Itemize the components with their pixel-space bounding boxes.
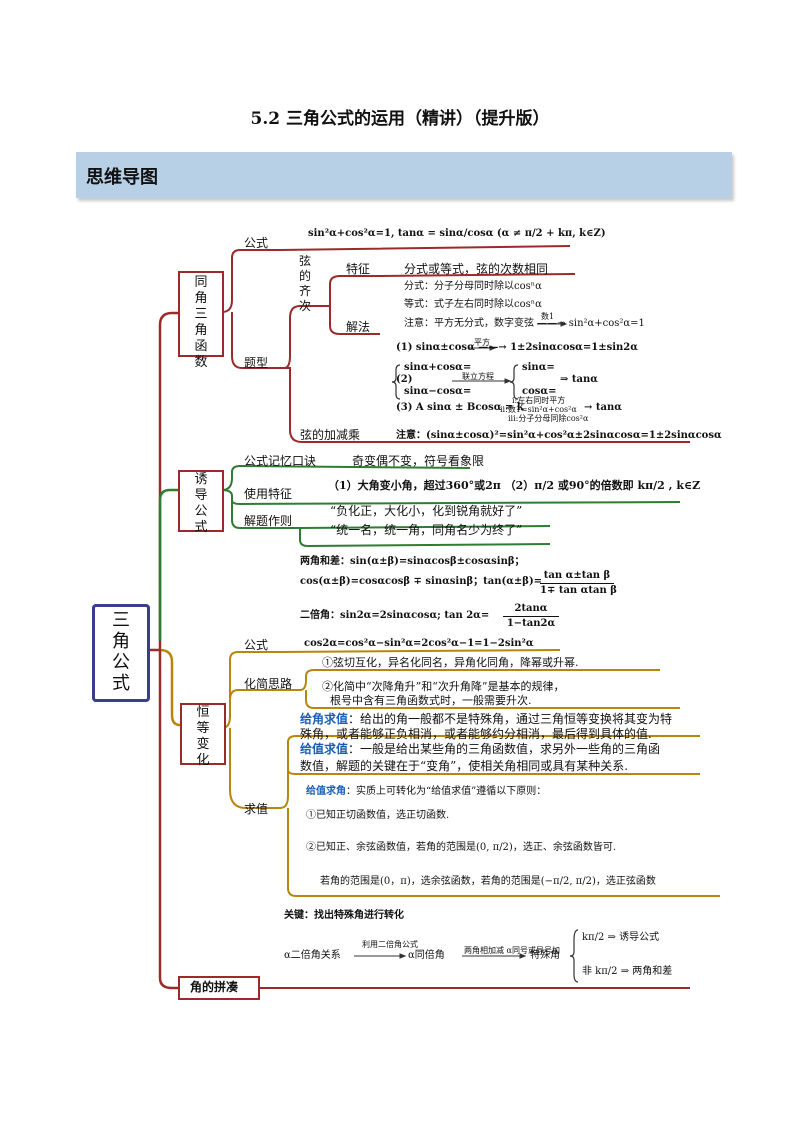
- b2-r3-text-2: “统一名，统一角，同角名少为终了”: [330, 523, 523, 537]
- b4-flow-arrow-1: 利用二倍角公式: [362, 940, 418, 949]
- b1-method-1: 分式：分子分母同时除以cosⁿα: [404, 281, 542, 292]
- b1-jiajian-text: 注意：(sinα±cosα)²=sin²α+cos²α±2sinαcosα=1±…: [396, 430, 722, 441]
- b4-flow-outcome-2: 非 kπ/2 ⇒ 两角和差: [582, 966, 673, 977]
- b1-type-3-note-1: i:左右同时平方: [512, 396, 566, 405]
- b1-method-3-arrow: 数1: [541, 312, 555, 321]
- mid-formula-1: 两角和差：sin(α±β)=sinαcosβ±cosαsinβ；: [300, 556, 525, 567]
- b3-value-2-line-1: 给值求值：一般是给出某些角的三角函数值，求另外一些角的三角函: [300, 742, 660, 757]
- branch-same-angle-label: 同角三角函数: [194, 275, 208, 370]
- section-header: 思维导图: [76, 152, 732, 198]
- b4-key: 关键：找出特殊角进行转化: [284, 910, 404, 921]
- b3-value-2a: ：一般是给出某些角的三角函数值，求另外一些角的三角函: [348, 742, 661, 756]
- b2-r1-label: 公式记忆口诀: [244, 454, 317, 468]
- b1-type-2-num: (2): [396, 374, 413, 385]
- b2-r2-label: 使用特征: [244, 487, 293, 501]
- b3-simplify-label: 化简思路: [244, 677, 293, 691]
- branch-induction: 诱导公式: [178, 470, 224, 535]
- mid-formula-2-bar: [540, 583, 614, 584]
- b4-flow-outcome-1: kπ/2 ⇒ 诱导公式: [582, 932, 660, 943]
- b4-flow-mid: α同倍角: [408, 950, 445, 961]
- b4-flow-special: 特殊角: [530, 950, 560, 961]
- b3-value-1-line-1: 给角求值：给出的角一般都不是特殊角，通过三角恒等变换将其变为特: [300, 712, 672, 727]
- b3-value-3d: 若角的范围是(0，π)，选余弦函数，若角的范围是(−π/2, π/2)，选正弦函…: [320, 876, 656, 887]
- b1-type-2e: ⇒ tanα: [560, 374, 598, 385]
- branch-induction-label: 诱导公式: [194, 472, 208, 535]
- b3-value-3a: ：实质上可转化为“给值求值”遵循以下原则：: [346, 786, 547, 797]
- b2-r3-text-1: “负化正，大化小，化到锐角就好了”: [330, 504, 523, 518]
- b3-value-3-line-1: 给值求角：实质上可转化为“给值求值”遵循以下原则：: [306, 786, 546, 799]
- root-node: 三角公式: [92, 604, 150, 702]
- b3-value-3-head: 给值求角: [306, 786, 346, 797]
- mid-formula-2: cos(α±β)=cosαcosβ ∓ sinαsinβ；tan(α±β)=: [300, 576, 543, 587]
- b1-jiajian-label: 弦的加减乘: [300, 428, 361, 442]
- b3-value-3c: ②已知正、余弦函数值，若角的范围是(0, π/2)，选正、余弦函数皆可.: [306, 842, 617, 853]
- b1-formula: sin²α+cos²α=1, tanα = sinα/cosα (α ≠ π/2…: [308, 228, 606, 239]
- b3-formula: cos2α=cos²α−sin²α=2cos²α−1=1−2sin²α: [304, 638, 534, 649]
- b2-r2-text: （1）大角变小角，超过360°或2π （2）π/2 或90°的倍数即 kπ/2 …: [328, 479, 701, 492]
- b1-type-2d: cosα=: [522, 386, 557, 397]
- branch-identity-label: 恒等变化: [196, 705, 210, 768]
- mid-formula-3-bar: [503, 616, 559, 617]
- branch-angle-combine-label: 角的拼凑: [190, 980, 239, 994]
- mid-formula-3-num: 2tanα: [514, 603, 548, 614]
- b3-value-label: 求值: [244, 802, 269, 816]
- b1-type-3-note-2: ii:数1=sin²α+cos²α: [500, 405, 577, 414]
- mid-formula-3-den: 1−tan2α: [506, 618, 556, 629]
- b3-value-2b: 数值，解题的关键在于“变角”，使相关角相同或具有某种关系.: [300, 759, 629, 773]
- mid-formula-2-den: 1∓ tan αtan β: [540, 585, 617, 596]
- b4-flow-start: α二倍角关系: [284, 950, 341, 961]
- b1-type-2c: sinα=: [522, 362, 555, 373]
- b1-feature-text: 分式或等式，弦的次数相同: [404, 262, 549, 276]
- b1-formula-label: 公式: [244, 236, 269, 250]
- b3-value-1a: ：给出的角一般都不是特殊角，通过三角恒等变换将其变为特: [348, 712, 673, 726]
- section-title: 思维导图: [86, 167, 158, 188]
- b3-value-1-head: 给角求值: [300, 712, 349, 726]
- branch-angle-combine: 角的拼凑: [178, 976, 260, 1000]
- b1-qici-label: 弦的齐次: [298, 254, 311, 313]
- branch-identity: 恒等变化: [180, 703, 226, 768]
- b1-feature-label: 特征: [346, 262, 371, 276]
- b2-r3-label: 解题作则: [244, 514, 293, 528]
- root-label: 三角公式: [112, 610, 130, 694]
- b4-flow-arrow-2: 两角相加减 α同号或异号加: [464, 946, 560, 955]
- b3-simplify-1: ①弦切互化，异名化同名，异角化同角，降幂或升幂.: [322, 656, 579, 669]
- b1-types-label: 题型: [244, 356, 269, 370]
- b1-type-1-arrow: 平方: [474, 338, 490, 347]
- mid-formula-3: 二倍角：sin2α=2sinαcosα; tan 2α=: [300, 610, 490, 621]
- b1-type-2-arrow: 联立方程: [462, 372, 494, 381]
- b3-value-1b: 殊角，或者能够正负相消，或者能够约分相消，最后得到具体的值.: [300, 727, 652, 741]
- b2-r1-text: 奇变偶不变，符号看象限: [352, 454, 485, 468]
- b1-type-2a: sinα+cosα=: [404, 362, 472, 373]
- b1-method-label: 解法: [346, 320, 371, 334]
- b1-type-3-end: → tanα: [584, 402, 622, 413]
- b3-formula-label: 公式: [244, 638, 269, 652]
- b1-type-3: (3) A sinα ± Bcosα = k: [396, 402, 524, 413]
- b3-simplify-2b: 根号中含有三角函数式时，一般需要升次.: [330, 694, 532, 707]
- b1-method-3: 注意：平方无分式，数字变弦 ——→ sin²α+cos²α=1: [404, 318, 645, 329]
- b1-type-2b: sinα−cosα=: [404, 386, 472, 397]
- mid-formula-2-num: tan α±tan β: [543, 570, 611, 581]
- b3-value-3b: ①已知正切函数值，选正切函数.: [306, 810, 450, 821]
- b1-method-2: 等式：式子左右同时除以cosⁿα: [404, 299, 542, 310]
- b1-type-3-note-3: iii:分子分母同除cos²α: [508, 414, 589, 423]
- page-title: 5.2 三角公式的运用（精讲）（提升版）: [250, 109, 550, 129]
- b3-value-2-head: 给值求值: [300, 742, 349, 756]
- b1-type-1: (1) sinα±cosα ——→ 1±2sinαcosα=1±sin2α: [396, 342, 638, 353]
- b3-simplify-2a: ②化简中“次降角升”和“次升角降”是基本的规律，: [322, 680, 565, 693]
- branch-same-angle: 同角三角函数: [178, 271, 224, 370]
